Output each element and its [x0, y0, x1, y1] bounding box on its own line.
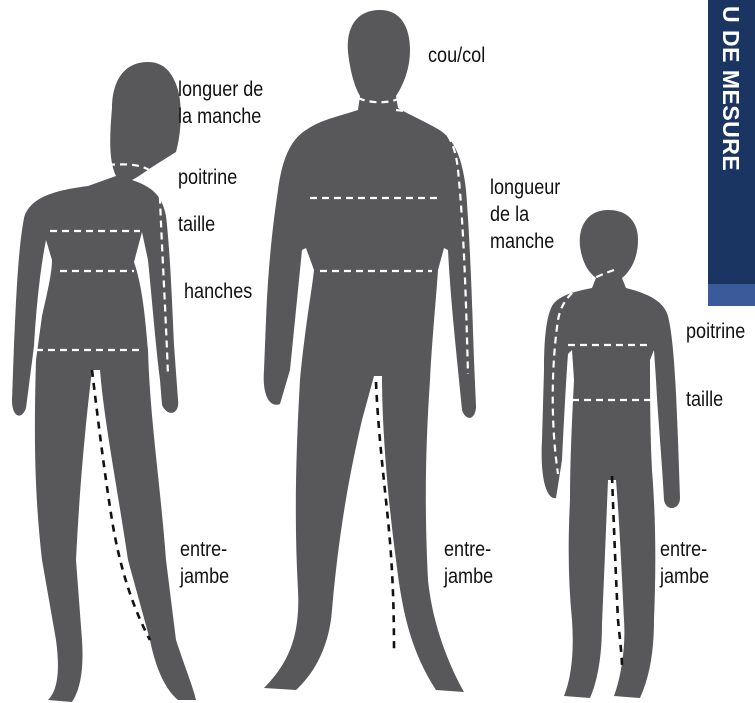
child-figure [542, 210, 680, 698]
man-sleeve-label: longueur de la manche [490, 174, 560, 255]
child-chest-label: poitrine [686, 318, 745, 345]
woman-hips-label: hanches [184, 278, 252, 305]
woman-waist-label: taille [178, 211, 215, 238]
woman-silhouette [12, 62, 196, 702]
side-banner-accent [708, 284, 755, 306]
banner-title: U DE MESURE [717, 6, 744, 171]
woman-inseam-label: entre- jambe [180, 536, 229, 590]
child-silhouette [542, 210, 680, 698]
child-inseam-label: entre- jambe [660, 536, 709, 590]
woman-sleeve-label: longuer de la manche [178, 76, 263, 130]
man-inseam-label: entre- jambe [444, 536, 493, 590]
woman-figure [12, 62, 196, 702]
child-waist-label: taille [686, 386, 723, 413]
woman-chest-label: poitrine [178, 164, 237, 191]
man-neck-label: cou/col [428, 42, 485, 69]
